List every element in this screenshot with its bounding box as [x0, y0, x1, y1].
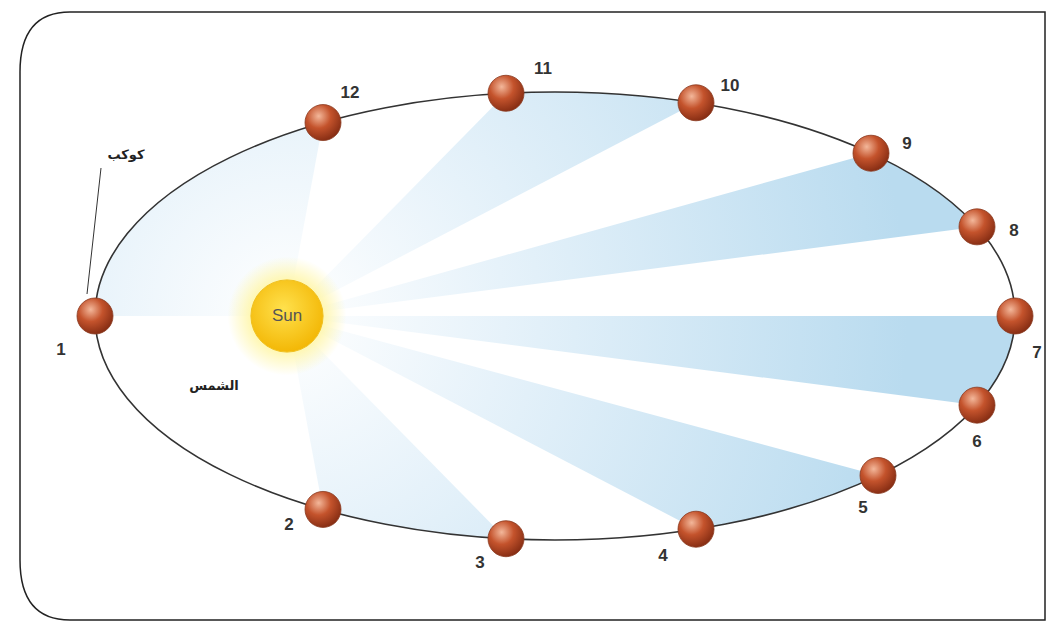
planet: [77, 298, 113, 334]
callout-number: 10: [721, 76, 740, 95]
swept-areas: [95, 92, 1015, 539]
sun-circle: Sun: [243, 272, 331, 360]
callout-number: 9: [902, 135, 911, 154]
swept-area: [287, 92, 696, 316]
planet: [678, 85, 714, 121]
planet: [305, 105, 341, 141]
sun-label: الشمس: [189, 379, 239, 393]
planet: [488, 521, 524, 557]
callout-number: 2: [284, 516, 293, 535]
frame: [20, 12, 1045, 620]
leader-line: [87, 168, 101, 294]
planet: [860, 457, 896, 493]
sun-glow: [228, 257, 347, 376]
planet: [678, 511, 714, 547]
planets: [77, 75, 1033, 556]
planet: [488, 75, 524, 111]
swept-area: [287, 316, 1015, 405]
planet: [305, 491, 341, 527]
planet: [997, 298, 1033, 334]
sun-disc: [251, 280, 323, 352]
planet: [959, 209, 995, 245]
callout-number: 3: [475, 553, 484, 572]
planet: [853, 135, 889, 171]
sun-label: Sun: [272, 306, 302, 326]
planet-label: كوكب: [107, 148, 144, 162]
callout-number: 1: [56, 341, 65, 360]
callout-number: 4: [658, 547, 667, 566]
callout-number: 12: [341, 83, 360, 102]
callout-number: 6: [972, 433, 981, 452]
callout-number: 5: [858, 499, 867, 518]
callout-number: 11: [534, 60, 552, 79]
callout-number: 8: [1009, 222, 1018, 241]
planet: [959, 387, 995, 423]
orbit: [95, 92, 1015, 540]
callout-number: 7: [1032, 344, 1041, 363]
